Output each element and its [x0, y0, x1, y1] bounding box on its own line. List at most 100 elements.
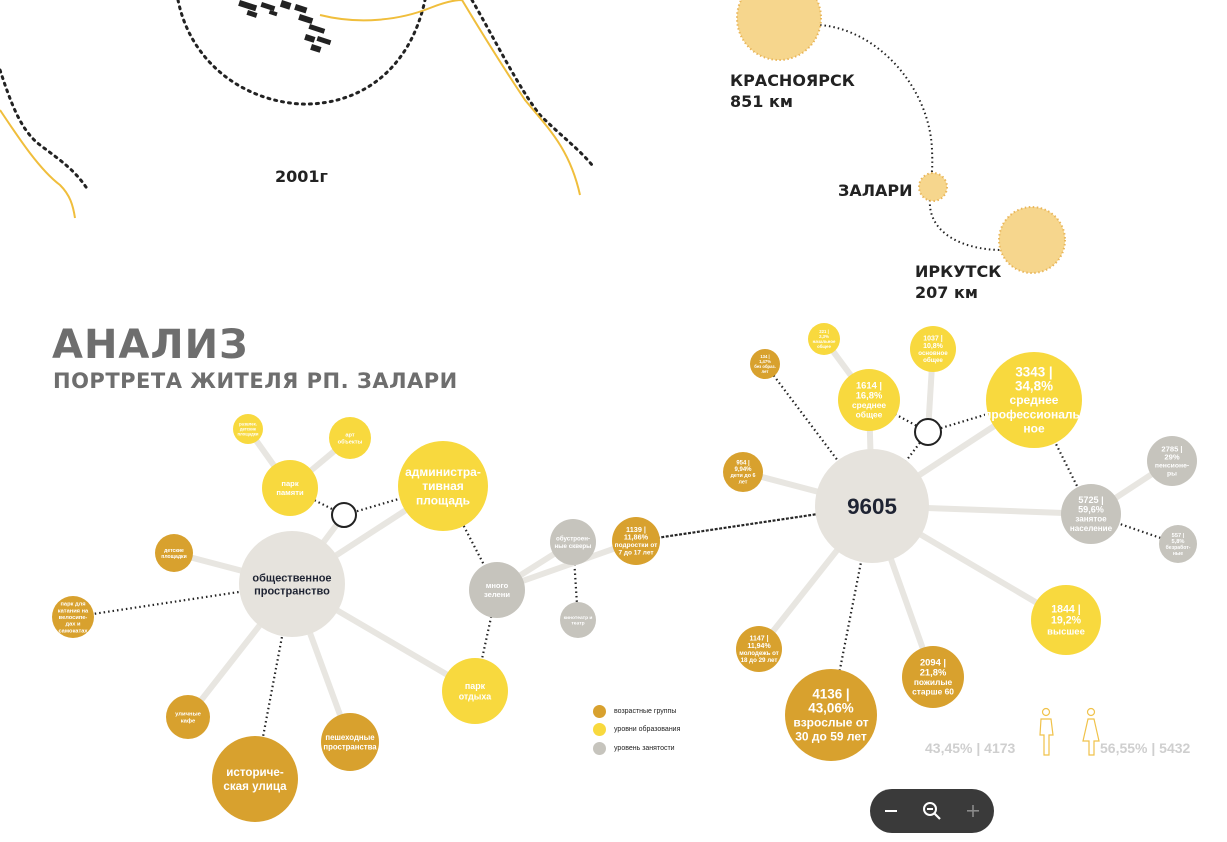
node-label: 3343 | [1015, 364, 1052, 379]
town-blocks [238, 0, 332, 53]
female-share: 56,55% | 5432 [1100, 740, 1191, 756]
boundary-line [470, 0, 594, 167]
boundary-line [0, 68, 90, 192]
node-circle [902, 646, 964, 708]
node-label: тивная [422, 479, 464, 493]
node-label: 16,8% [856, 389, 883, 400]
node-label: молодежь от [739, 650, 779, 657]
node-label: 7 до 17 лет [618, 550, 653, 557]
node-label: среднее [1010, 393, 1059, 407]
node-circle [986, 352, 1082, 448]
node-label: 11,94% [747, 643, 771, 650]
node-label: детские [164, 548, 184, 554]
node-label: 1147 | [749, 635, 768, 642]
legend-label: уровень занятости [614, 744, 675, 752]
node-label: отдыха [459, 691, 492, 701]
building-block [279, 0, 292, 10]
node-circle [52, 596, 94, 638]
zoom-out-button[interactable] [873, 793, 909, 829]
node-label: 4136 | [812, 686, 849, 701]
route-line [819, 24, 1003, 251]
node-label: много [486, 581, 509, 590]
road-line [0, 109, 76, 219]
node-label: старше 60 [912, 687, 954, 697]
dotted-edge [253, 583, 294, 780]
zoom-in-button[interactable] [955, 793, 991, 829]
node-label: лет [739, 479, 748, 485]
node-label: начальное [813, 339, 836, 344]
node-label: без образ. [754, 364, 776, 369]
node-label: площадки [161, 554, 186, 560]
zalari-circle [918, 172, 948, 202]
page-title: АНАЛИЗ [52, 322, 249, 368]
legend-label: уровни образования [614, 726, 681, 734]
node-label: взрослые от [793, 715, 868, 729]
node-label: 2785 | [1161, 445, 1182, 454]
legend-item: уровни образования [593, 721, 680, 740]
node-label: население [1070, 524, 1113, 533]
female-figure-icon [1082, 707, 1100, 756]
node-label: 59,6% [1078, 504, 1104, 514]
node-label: 10,8% [923, 343, 944, 350]
node-label: 134 | [760, 354, 769, 359]
node-circle [239, 531, 345, 637]
node-circle [212, 736, 298, 822]
node-label: ская улица [223, 780, 287, 793]
node-label: зелени [484, 590, 510, 599]
node-label: 11,86% [624, 533, 649, 542]
map-fragment [0, 0, 594, 219]
building-block [260, 1, 276, 12]
node-label: площадки [238, 431, 259, 436]
node-label: 1614 | [856, 379, 882, 390]
legend-label: возрастные группы [614, 707, 677, 715]
node-label: 2094 | [920, 656, 946, 667]
node-label: основное [918, 350, 948, 357]
node-circle [838, 369, 900, 431]
node-total: 9605 [815, 449, 929, 563]
krasnoyarsk-circle [736, 0, 822, 61]
node-label: 1037 | [923, 335, 943, 342]
node-label: общее [856, 410, 883, 420]
node-circle [612, 517, 660, 565]
city-krasnoyarsk: КРАСНОЯРСК 851 км [730, 70, 855, 112]
node-label: общее [923, 357, 943, 364]
node-label: 954 | [736, 461, 750, 467]
node-label: лет [762, 369, 769, 374]
node-label: 9605 [847, 494, 897, 519]
minus-icon [884, 810, 897, 812]
node-label: 18 до 29 лет [741, 657, 778, 664]
road-line [319, 0, 581, 196]
node-label: кинотеатр и [564, 616, 593, 621]
node-circle [1031, 585, 1101, 655]
node-circle [155, 534, 193, 572]
zoom-reset-button[interactable] [914, 793, 950, 829]
node-circle [166, 695, 210, 739]
node-label: 34,8% [1015, 379, 1053, 394]
city-zalari: ЗАЛАРИ [838, 180, 913, 201]
node-squares: обустроен-ные скверы [550, 519, 596, 565]
legend-swatch [593, 723, 606, 737]
node-emp-unemployed: 557 |5,8%безработ-ные [1159, 525, 1197, 563]
node-age-teens: 1139 |11,86%подростки от7 до 17 лет [612, 517, 660, 565]
node-circle [1061, 484, 1121, 544]
node-label: администра- [405, 465, 481, 479]
building-block [310, 43, 322, 53]
year-label: 2001г [275, 167, 328, 186]
node-circle [233, 414, 263, 444]
node-circle [808, 323, 840, 355]
node-circle [723, 452, 763, 492]
node-circle [785, 669, 877, 761]
building-block [316, 36, 332, 46]
node-circle [550, 519, 596, 565]
